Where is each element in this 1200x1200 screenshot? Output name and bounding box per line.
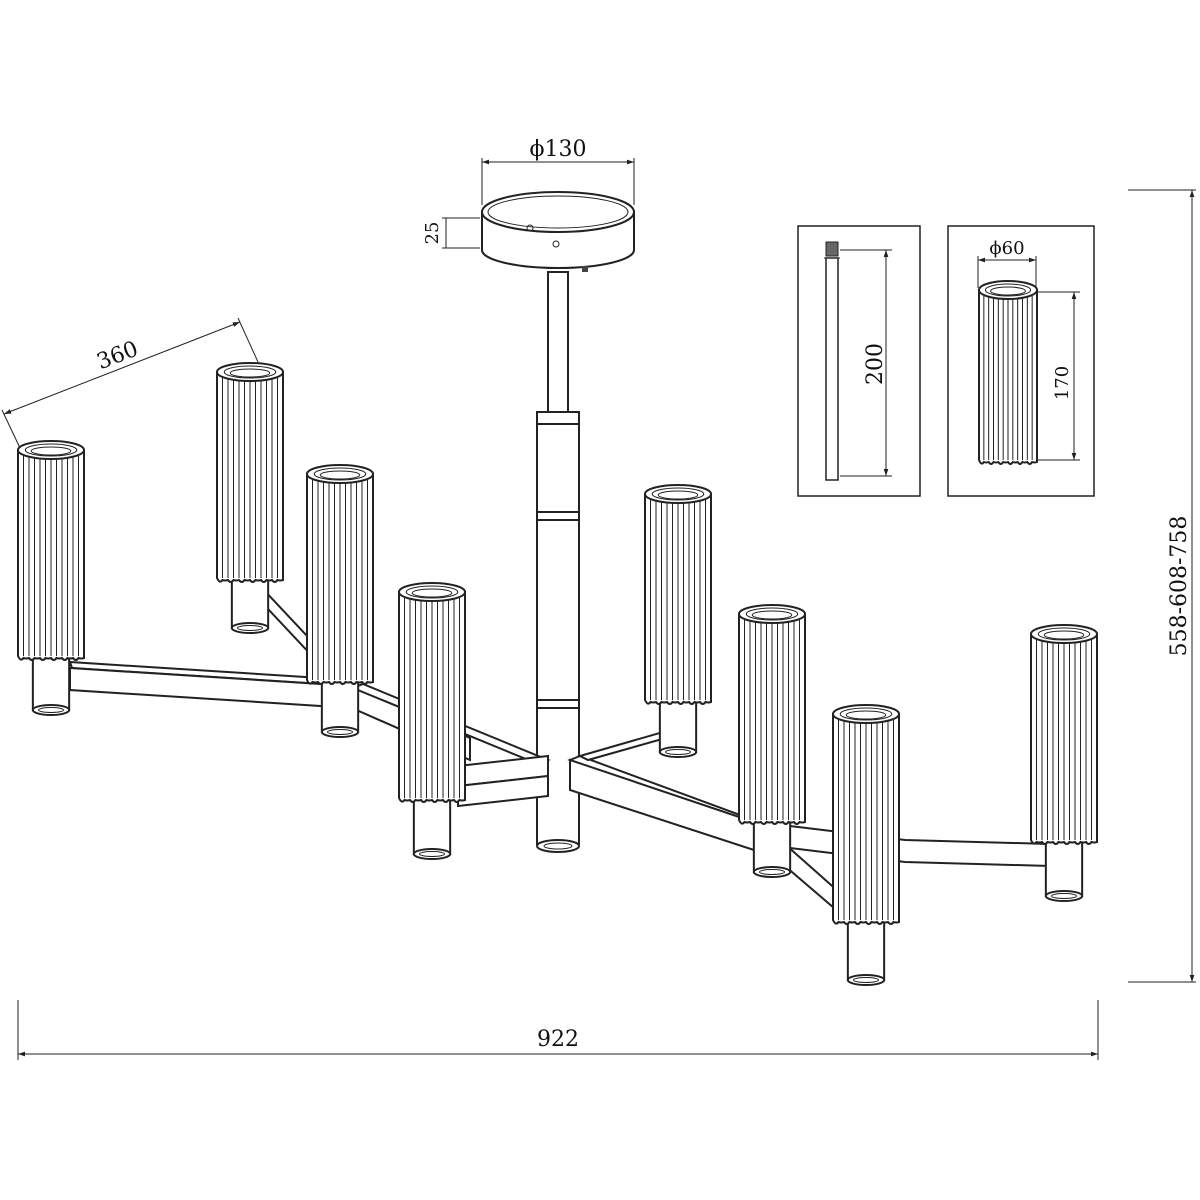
label-shade-height: 170 bbox=[1052, 366, 1073, 400]
detail-shade: ϕ60 170 bbox=[947, 225, 1095, 497]
label-shade-diameter: ϕ60 bbox=[989, 238, 1024, 259]
shade-8 bbox=[1030, 624, 1098, 902]
shade-6 bbox=[738, 604, 806, 878]
shades bbox=[17, 362, 1098, 986]
ceiling-canopy bbox=[481, 191, 635, 272]
detail-rod: 200 bbox=[797, 225, 921, 497]
dimension-overall-height: 558-608-758 bbox=[1128, 189, 1196, 983]
dimension-overall-width: 922 bbox=[17, 1000, 1099, 1060]
shade-2 bbox=[216, 362, 284, 634]
label-rod-length: 200 bbox=[863, 343, 888, 385]
label-overall-height: 558-608-758 bbox=[1167, 516, 1192, 657]
dimension-canopy-diameter: ϕ130 bbox=[481, 137, 635, 205]
detail-shade-body bbox=[978, 280, 1038, 465]
shade-4 bbox=[398, 582, 466, 860]
label-canopy-height: 25 bbox=[422, 222, 443, 245]
shade-3 bbox=[306, 464, 374, 738]
label-canopy-diameter: ϕ130 bbox=[530, 137, 587, 162]
shade-7 bbox=[832, 704, 900, 986]
dimension-canopy-height: 25 bbox=[422, 217, 480, 249]
label-overall-width: 922 bbox=[537, 1027, 579, 1052]
shade-5 bbox=[644, 484, 712, 758]
shade-1 bbox=[17, 440, 85, 716]
